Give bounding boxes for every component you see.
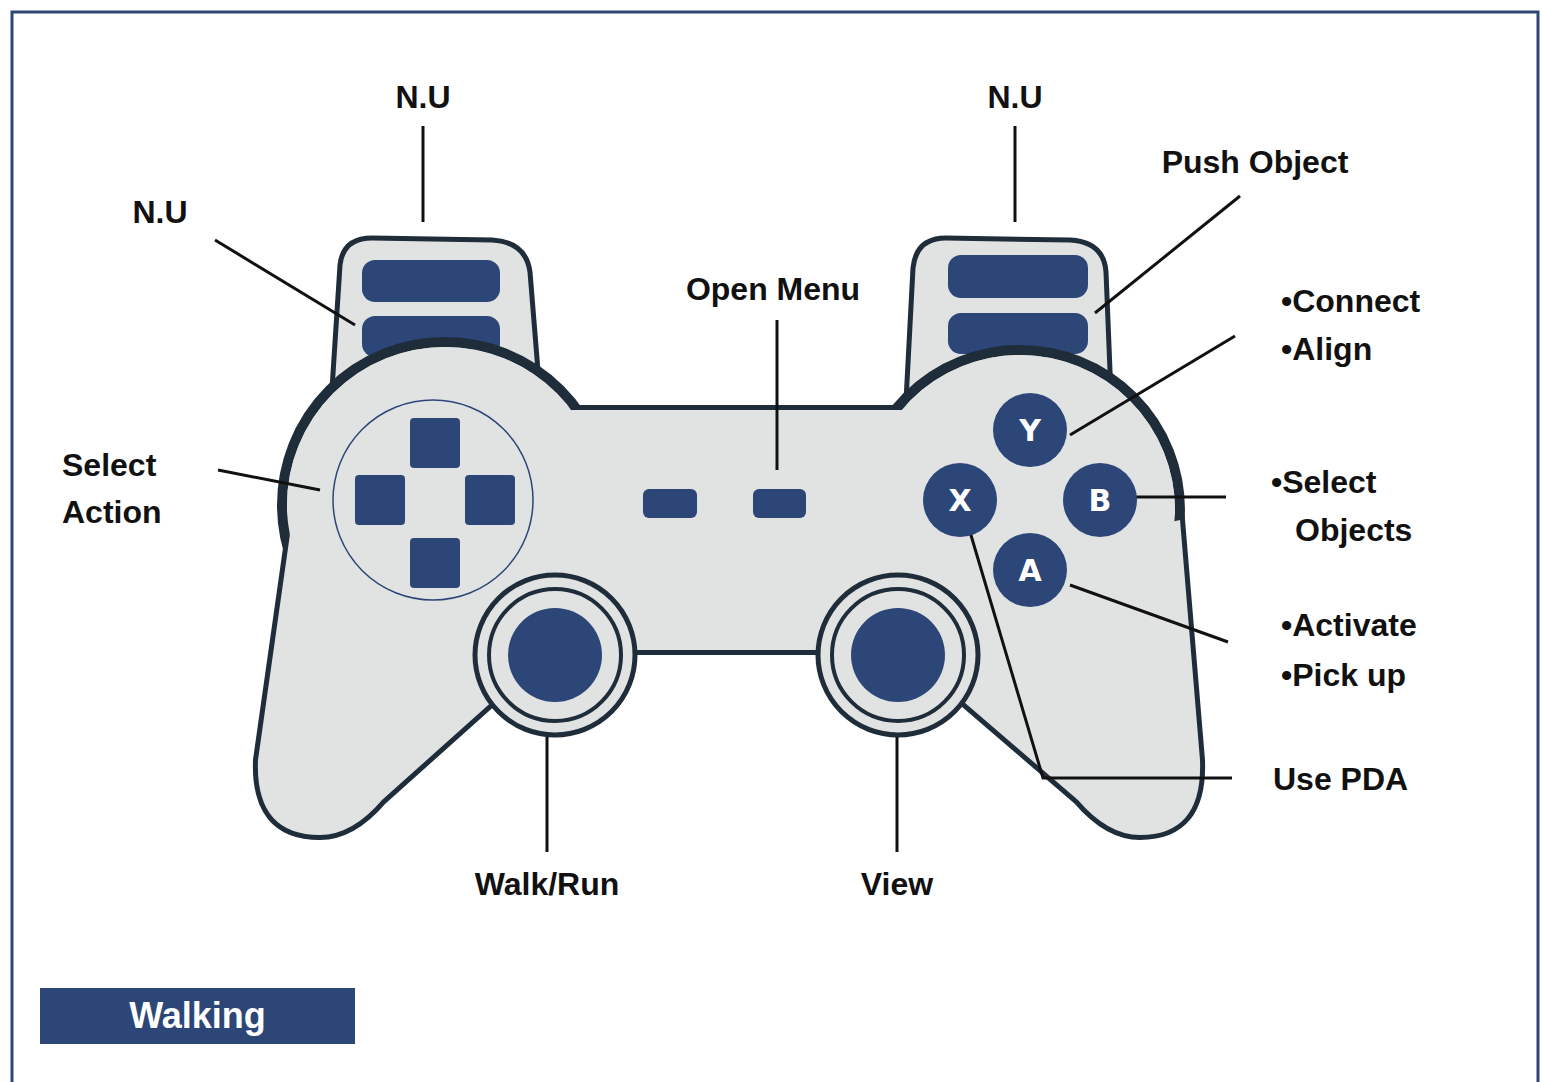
face-button: Y: [993, 393, 1067, 467]
dpad: [355, 418, 515, 588]
function-bullet: •Connect: [1281, 282, 1420, 320]
button-letter: Y: [1019, 413, 1041, 448]
controller-body-outline: [258, 342, 1200, 835]
button-letter: A: [1018, 553, 1041, 588]
button-letter: B: [1089, 483, 1112, 518]
function-bullet: •Pick up: [1281, 656, 1406, 694]
button-letter: X: [948, 483, 971, 518]
unused-label: N.U: [132, 193, 187, 231]
unused-label: N.U: [987, 78, 1042, 116]
function-bullet: •Align: [1281, 330, 1372, 368]
analog-sticks: [475, 575, 978, 735]
face-button: X: [923, 463, 997, 537]
face-button: A: [993, 533, 1067, 607]
function-label: Push Object: [1162, 143, 1349, 181]
section-heading: Walking: [129, 995, 266, 1037]
leader-lines: [215, 126, 1240, 852]
face-button: B: [1063, 463, 1137, 537]
page-frame: [12, 12, 1538, 1082]
controller-body: [258, 347, 1200, 835]
function-label: Walk/Run: [475, 865, 620, 903]
unused-label: N.U: [395, 78, 450, 116]
function-bullet: •Select Objects: [1271, 458, 1461, 554]
dpad-ring: [333, 400, 533, 600]
center-buttons: [643, 489, 806, 518]
function-label: View: [861, 865, 933, 903]
function-label: Use PDA: [1273, 760, 1408, 798]
section-band: Walking: [40, 988, 355, 1044]
function-label: Open Menu: [686, 270, 860, 308]
function-bullet: •Activate: [1281, 606, 1417, 644]
function-label: Select Action: [62, 442, 202, 536]
